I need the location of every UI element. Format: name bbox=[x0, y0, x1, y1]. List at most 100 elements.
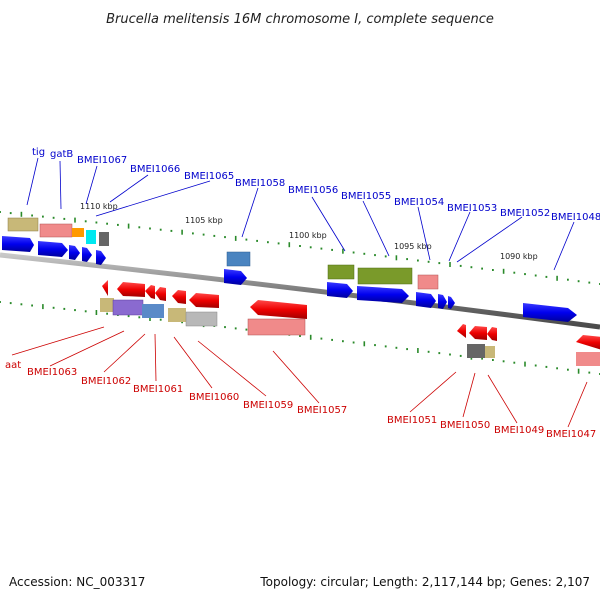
gene-label-gatb[interactable]: gatB bbox=[50, 149, 73, 160]
bottom-gene-labels: aat BMEI1063 BMEI1062 BMEI1061 BMEI1060 … bbox=[5, 360, 596, 440]
leader-line-bmei1059 bbox=[197, 340, 267, 397]
leader-line-bmei1049 bbox=[487, 374, 518, 424]
gene-label-bmei1049[interactable]: BMEI1049 bbox=[494, 425, 544, 436]
gene-block-bmei1050[interactable] bbox=[485, 346, 495, 358]
gene-label-aat[interactable]: aat bbox=[5, 360, 21, 371]
gene-label-bmei1066[interactable]: BMEI1066 bbox=[130, 164, 180, 175]
reverse-gene-arrow[interactable] bbox=[469, 326, 487, 340]
reverse-gene-arrow[interactable] bbox=[250, 300, 307, 319]
gene-label-bmei1052[interactable]: BMEI1052 bbox=[500, 208, 550, 219]
gene-block-bmei1054[interactable] bbox=[417, 274, 439, 290]
forward-gene-arrow[interactable] bbox=[96, 250, 106, 265]
gene-label-bmei1056[interactable]: BMEI1056 bbox=[288, 185, 338, 196]
gene-label-bmei1047[interactable]: BMEI1047 bbox=[546, 429, 596, 440]
leader-line-bmei1061 bbox=[154, 333, 157, 382]
gene-label-bmei1051[interactable]: BMEI1051 bbox=[387, 415, 437, 426]
leader-line-bmei1048 bbox=[553, 221, 575, 271]
gene-label-bmei1050[interactable]: BMEI1050 bbox=[440, 420, 490, 431]
gene-block-bmei1060[interactable] bbox=[168, 308, 186, 322]
tick-label-1100kbp: 1100 kbp bbox=[289, 231, 327, 240]
gene-label-bmei1065[interactable]: BMEI1065 bbox=[184, 171, 234, 182]
tick-label-1095kbp: 1095 kbp bbox=[394, 242, 432, 251]
leader-line-bmei1058 bbox=[241, 187, 259, 238]
gene-block-bmei1057[interactable] bbox=[247, 318, 306, 336]
leader-line-gatb bbox=[59, 160, 62, 210]
forward-gene-arrow[interactable] bbox=[69, 245, 80, 260]
forward-gene-arrow[interactable] bbox=[38, 241, 68, 257]
top-strand-arrows bbox=[2, 236, 577, 322]
leader-line-bmei1056 bbox=[311, 196, 346, 252]
gene-label-bmei1057[interactable]: BMEI1057 bbox=[297, 405, 347, 416]
gene-label-bmei1059[interactable]: BMEI1059 bbox=[243, 400, 293, 411]
gene-label-bmei1060[interactable]: BMEI1060 bbox=[189, 392, 239, 403]
leader-line-bmei1054 bbox=[417, 206, 431, 261]
gene-block-gray[interactable] bbox=[99, 232, 109, 246]
leader-line-bmei1057 bbox=[272, 350, 320, 404]
leader-line-bmei1052 bbox=[456, 216, 523, 263]
reverse-gene-arrow[interactable] bbox=[145, 285, 155, 299]
accession-text: Accession: NC_003317 bbox=[9, 575, 145, 589]
gene-block-bmei1056[interactable] bbox=[327, 264, 355, 280]
leader-line-tig bbox=[26, 157, 39, 206]
tick-label-1110kbp: 1110 kbp bbox=[80, 202, 118, 211]
reverse-gene-arrow[interactable] bbox=[102, 280, 108, 296]
gene-block-orange[interactable] bbox=[72, 228, 84, 237]
gene-label-tig[interactable]: tig bbox=[32, 147, 45, 158]
gene-label-bmei1062[interactable]: BMEI1062 bbox=[81, 376, 131, 387]
leader-line-aat bbox=[11, 326, 105, 356]
gene-label-bmei1048[interactable]: BMEI1048 bbox=[551, 212, 600, 223]
reverse-gene-arrow[interactable] bbox=[172, 290, 186, 304]
gene-block-bmei1058[interactable] bbox=[226, 251, 251, 267]
tick-label-1090kbp: 1090 kbp bbox=[500, 252, 538, 261]
bottom-strand-features bbox=[100, 298, 600, 366]
forward-gene-arrow[interactable] bbox=[224, 269, 247, 285]
forward-gene-arrow[interactable] bbox=[2, 236, 34, 252]
chromosome-backbone bbox=[0, 252, 600, 330]
gene-label-bmei1063[interactable]: BMEI1063 bbox=[27, 367, 77, 378]
reverse-gene-arrow[interactable] bbox=[576, 335, 600, 350]
leader-line-bmei1051 bbox=[409, 371, 457, 413]
scale-ticks-top bbox=[0, 211, 600, 285]
gene-block-bmei1051[interactable] bbox=[467, 344, 485, 358]
gene-label-bmei1058[interactable]: BMEI1058 bbox=[235, 178, 285, 189]
reverse-gene-arrow[interactable] bbox=[117, 282, 145, 297]
leader-line-bmei1050 bbox=[462, 372, 476, 418]
forward-gene-arrow[interactable] bbox=[523, 303, 577, 322]
leader-line-bmei1062 bbox=[103, 333, 146, 373]
gene-block-bmei1059[interactable] bbox=[185, 311, 218, 327]
gene-block-gatb[interactable] bbox=[39, 223, 73, 238]
gene-block-bmei1055[interactable] bbox=[357, 267, 413, 285]
forward-gene-arrow[interactable] bbox=[357, 286, 409, 303]
gene-label-bmei1055[interactable]: BMEI1055 bbox=[341, 191, 391, 202]
bottom-leader-lines bbox=[11, 326, 588, 428]
forward-gene-arrow[interactable] bbox=[448, 296, 455, 309]
forward-gene-arrow[interactable] bbox=[327, 282, 353, 298]
reverse-gene-arrow[interactable] bbox=[155, 287, 166, 301]
gene-block-cyan[interactable] bbox=[86, 230, 96, 244]
leader-line-bmei1063 bbox=[49, 330, 125, 367]
gene-label-bmei1061[interactable]: BMEI1061 bbox=[133, 384, 183, 395]
forward-gene-arrow[interactable] bbox=[82, 247, 92, 262]
forward-gene-arrow[interactable] bbox=[438, 294, 447, 309]
reverse-gene-arrow[interactable] bbox=[189, 293, 219, 308]
gene-block-bmei1047[interactable] bbox=[576, 352, 600, 366]
gene-block-bmei1062[interactable] bbox=[112, 299, 144, 316]
leader-line-bmei1047 bbox=[567, 381, 588, 428]
reverse-gene-arrow[interactable] bbox=[457, 324, 466, 338]
forward-gene-arrow[interactable] bbox=[416, 292, 436, 308]
reverse-gene-arrow[interactable] bbox=[487, 327, 497, 341]
gene-label-bmei1053[interactable]: BMEI1053 bbox=[447, 203, 497, 214]
gene-label-bmei1054[interactable]: BMEI1054 bbox=[394, 197, 444, 208]
topology-text: Topology: circular; Length: 2,117,144 bp… bbox=[259, 575, 590, 589]
tick-label-1105kbp: 1105 kbp bbox=[185, 216, 223, 225]
gene-label-bmei1067[interactable]: BMEI1067 bbox=[77, 155, 127, 166]
leader-line-bmei1053 bbox=[448, 211, 471, 262]
leader-line-bmei1065 bbox=[95, 180, 211, 217]
gene-block-bmei1063[interactable] bbox=[100, 298, 114, 312]
top-leader-lines bbox=[26, 157, 575, 271]
top-strand-features bbox=[7, 217, 439, 290]
gene-block-bmei1061[interactable] bbox=[142, 304, 164, 318]
gene-block-tig[interactable] bbox=[7, 217, 39, 232]
leader-line-bmei1066 bbox=[109, 174, 149, 203]
